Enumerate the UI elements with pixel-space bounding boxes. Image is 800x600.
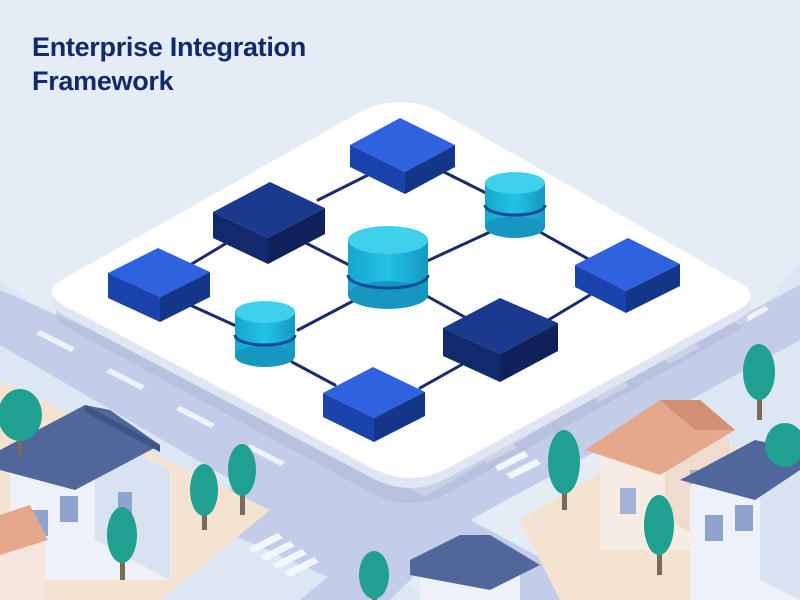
connectors: [188, 168, 592, 390]
house-right-slate: [680, 440, 800, 600]
tree: [0, 389, 42, 455]
connector-line: [296, 298, 357, 332]
tree: [743, 344, 775, 420]
block-upper-left: [213, 182, 325, 264]
tree: [107, 507, 137, 580]
block-left: [108, 248, 210, 322]
connector-line: [298, 238, 357, 270]
title-line-1: Enterprise Integration: [32, 32, 306, 62]
title-line-2: Framework: [32, 66, 174, 96]
block-top: [350, 118, 455, 194]
connector-line: [290, 360, 337, 387]
tree: [548, 430, 580, 510]
connector-line: [543, 293, 592, 324]
connector-line: [423, 293, 472, 322]
roof-slate-bottom: [410, 535, 540, 590]
tree: [765, 423, 800, 467]
connector-line: [538, 230, 592, 262]
tree: [190, 464, 218, 530]
cylinder-lower-left: [233, 301, 297, 367]
connector-line: [316, 173, 370, 202]
house-bottom: [410, 535, 540, 600]
house-far-left: [0, 505, 48, 600]
tree: [228, 444, 256, 515]
connector-line: [418, 358, 472, 390]
cylinder-center: [346, 226, 430, 309]
block-right: [575, 238, 680, 313]
tree: [359, 551, 389, 600]
connector-line: [438, 168, 492, 197]
trees: [0, 344, 800, 600]
cylinder-upper-right: [483, 172, 547, 238]
block-bottom: [323, 367, 425, 442]
page-title: Enterprise Integration Framework: [32, 30, 306, 98]
block-lower-right: [443, 298, 558, 382]
connector-line: [423, 230, 492, 264]
tree: [644, 495, 674, 575]
